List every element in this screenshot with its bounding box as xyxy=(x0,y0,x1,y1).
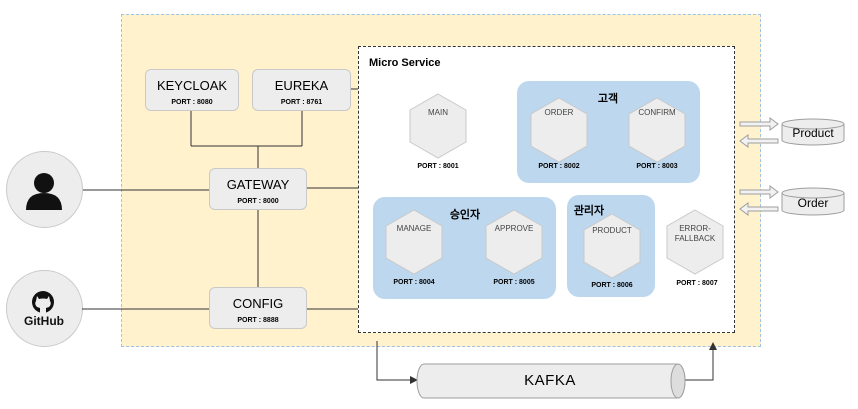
order-port: PORT : 8002 xyxy=(538,163,580,170)
ms-to-kafka xyxy=(376,341,412,381)
github-icon xyxy=(32,291,54,313)
product-port: PORT : 8006 xyxy=(591,282,633,289)
product-label: PRODUCT xyxy=(592,226,632,235)
error-fallback-port: PORT : 8007 xyxy=(676,280,718,287)
order-hex xyxy=(530,97,588,163)
config-name: CONFIG xyxy=(232,296,284,311)
product-db-top xyxy=(781,118,845,130)
error-fallback-label-2: FALLBACK xyxy=(674,234,716,243)
order-db-top xyxy=(781,187,845,199)
github-label: GitHub xyxy=(24,314,64,328)
kafka-label: KAFKA xyxy=(524,372,576,389)
config-port: PORT : 8888 xyxy=(237,317,279,324)
keycloak-box: KEYCLOAK PORT : 8080 xyxy=(145,69,239,111)
micro-service-title: Micro Service xyxy=(369,57,441,69)
order-label: ORDER xyxy=(544,108,574,117)
manage-label: MANAGE xyxy=(396,224,432,233)
manage-port: PORT : 8004 xyxy=(393,279,435,286)
order-db-body xyxy=(781,193,845,216)
keycloak-name: KEYCLOAK xyxy=(156,78,228,93)
gateway-port: PORT : 8000 xyxy=(237,198,279,205)
group-approver-title: 승인자 xyxy=(449,209,481,221)
arrow-into-ms xyxy=(709,342,717,350)
order-db-label: Order xyxy=(797,196,829,210)
confirm-hex xyxy=(628,97,686,163)
confirm-port: PORT : 8003 xyxy=(636,163,678,170)
confirm-label: CONFIRM xyxy=(638,108,676,117)
group-admin-title: 관리자 xyxy=(573,205,605,217)
product-db-body xyxy=(781,124,845,146)
kafka-end xyxy=(670,363,686,399)
keycloak-port: PORT : 8080 xyxy=(171,99,213,106)
product-hex xyxy=(583,213,641,279)
eureka-box: EUREKA PORT : 8761 xyxy=(252,69,351,111)
error-fallback-hex xyxy=(666,209,724,275)
eureka-name: EUREKA xyxy=(274,78,329,93)
group-customer-title: 고객 xyxy=(597,93,619,105)
main-label: MAIN xyxy=(428,108,448,117)
gateway-name: GATEWAY xyxy=(226,177,290,192)
main-hex xyxy=(409,93,467,159)
main-port: PORT : 8001 xyxy=(417,163,459,170)
approve-hex xyxy=(485,209,543,275)
product-db-label: Product xyxy=(792,126,834,140)
order-db-arrow-out xyxy=(739,185,779,199)
error-fallback-label-1: ERROR- xyxy=(679,224,711,233)
arrow-into-kafka xyxy=(410,376,418,384)
user-icon xyxy=(26,173,62,210)
manage-hex xyxy=(385,209,443,275)
gateway-box: GATEWAY PORT : 8000 xyxy=(209,168,307,210)
kafka-to-ms xyxy=(684,348,714,381)
config-box: CONFIG PORT : 8888 xyxy=(209,287,307,329)
approve-label: APPROVE xyxy=(494,224,534,233)
eureka-port: PORT : 8761 xyxy=(280,99,323,106)
product-db-arrow-out xyxy=(739,117,779,131)
approve-port: PORT : 8005 xyxy=(493,279,535,286)
product-db-arrow-in xyxy=(739,134,779,148)
order-db-arrow-in xyxy=(739,202,779,216)
